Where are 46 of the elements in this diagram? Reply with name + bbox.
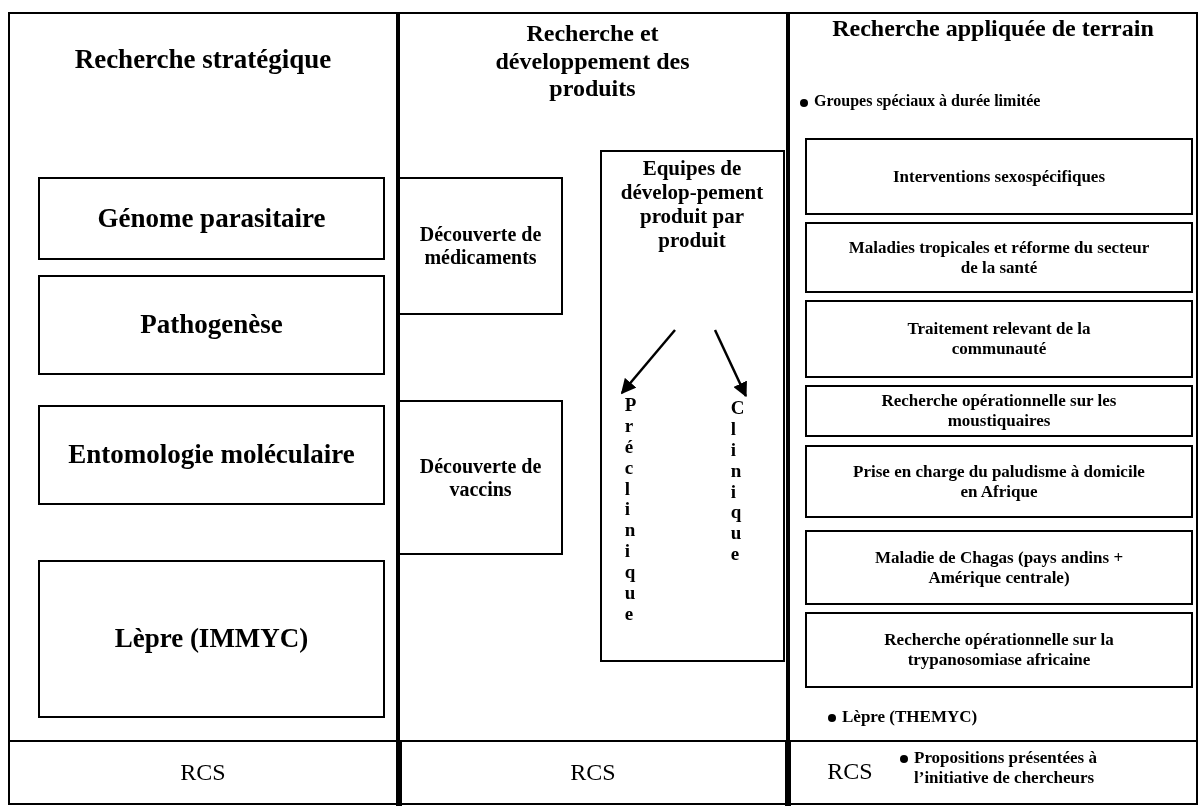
topic-box [805, 222, 1193, 293]
team-box [600, 150, 785, 662]
topic-box [805, 300, 1193, 378]
box-label: Recherche opérationnelle sur la trypanosomiase africaine [883, 630, 1115, 670]
box-label: Recherche opérationnelle sur les moustiquaires [880, 391, 1118, 431]
topic-box [805, 385, 1193, 437]
topic-box [805, 445, 1193, 518]
bullet-text: Lèpre (THEMYC) [842, 707, 978, 727]
topic-box [398, 400, 563, 555]
arrow [713, 329, 747, 398]
box-label: Prise en charge du paludisme à domicile en Afrique [852, 461, 1146, 502]
topic-box [38, 560, 385, 718]
box-label: Maladie de Chagas (pays andins + Amérique centrale) [873, 547, 1125, 588]
arrow [620, 329, 676, 395]
column-heading: Recherche appliquée de terrain [831, 18, 1155, 40]
topic-box [38, 405, 385, 505]
box-label: RCS [179, 758, 227, 787]
box-label: Interventions sexospécifiques [892, 166, 1106, 187]
box-label: Entomologie moléculaire [67, 439, 356, 471]
column-panel [398, 12, 788, 742]
box-label: Pathogenèse [139, 309, 284, 341]
column-panel [8, 12, 398, 742]
box-label: Génome parasitaire [96, 202, 327, 234]
box-label: Equipes de dévelop-pement produit par produit [619, 156, 765, 253]
topic-box [805, 612, 1193, 688]
bullet-text: Groupes spéciaux à durée limitée [814, 92, 1041, 111]
bullet-text: Propositions présentées à l’initiative de chercheurs [914, 748, 1098, 788]
footer-cell [788, 740, 1198, 805]
topic-box [38, 275, 385, 375]
topic-box [805, 530, 1193, 605]
vertical-label: Clinique [728, 398, 752, 566]
box-label: Maladies tropicales et réforme du secteur de la santé [847, 237, 1151, 278]
box-label: Lèpre (IMMYC) [113, 623, 310, 655]
vertical-label: Préclinique [622, 395, 646, 625]
box-label: Découverte de vaccins [418, 454, 543, 501]
topic-box [398, 177, 563, 315]
box-label: Découverte de médicaments [418, 223, 543, 269]
box-label: Traitement relevant de la communauté [906, 319, 1092, 359]
column-panel [788, 12, 1198, 742]
column-heading: Recherche stratégique [73, 44, 333, 76]
topic-box [805, 138, 1193, 215]
topic-box [38, 177, 385, 260]
box-label: RCS [826, 758, 874, 786]
box-label: RCS [569, 758, 617, 787]
column-heading: Recherche et développement des produits [494, 20, 691, 103]
footer-cell [8, 740, 398, 805]
